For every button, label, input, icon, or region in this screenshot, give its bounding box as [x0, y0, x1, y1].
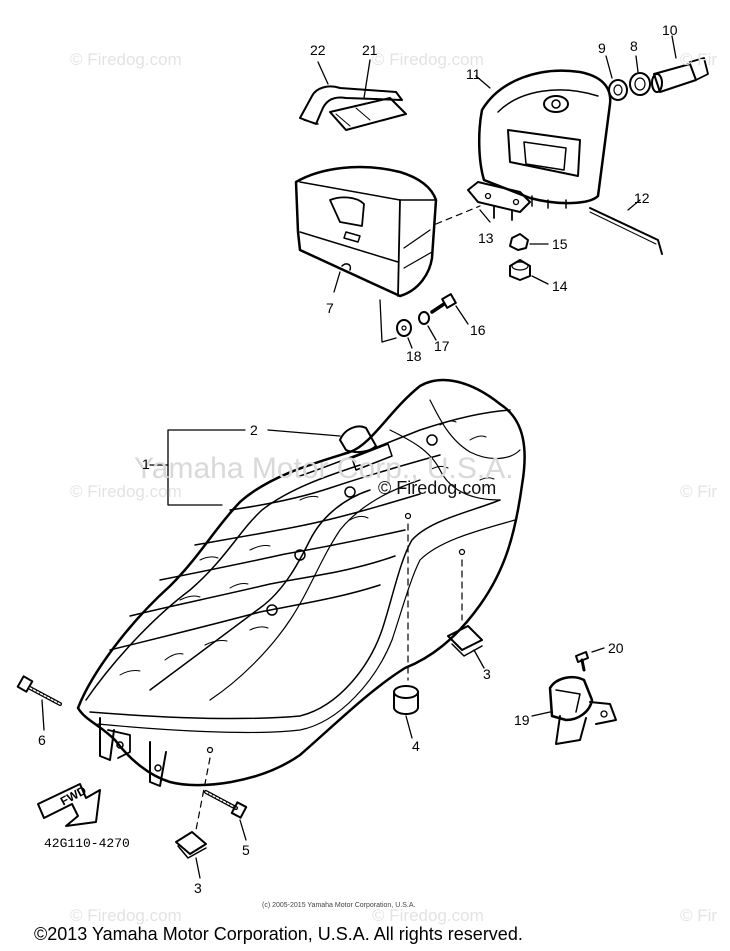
watermark-mid-right: © Fir	[680, 482, 718, 501]
part-3-clip-nut-bottom	[175, 831, 207, 879]
callout-18: 18	[406, 348, 422, 364]
diagram-part-number: 42G110-4270	[44, 836, 130, 851]
callout-13: 13	[478, 230, 494, 246]
watermark-top-right: © Fir	[680, 50, 718, 69]
part-18-washer	[396, 319, 413, 349]
callout-16: 16	[470, 322, 486, 338]
callout-10: 10	[662, 22, 678, 38]
callout-7: 7	[326, 300, 334, 316]
part-20-screw	[575, 647, 605, 672]
watermark-center: © Firedog.com	[378, 478, 497, 498]
part-21-plate	[329, 59, 407, 131]
part-4-damper	[393, 685, 419, 739]
small-copyright: (c) 2005-2015 Yamaha Motor Corporation, …	[262, 902, 416, 909]
callout-17: 17	[434, 338, 450, 354]
callout-21: 21	[362, 42, 378, 58]
watermark-mid-left: © Firedog.com	[70, 482, 182, 501]
watermark-brand: Yamaha Motor Corp., U.S.A.	[134, 452, 514, 485]
callout-20: 20	[608, 640, 624, 656]
watermark-top-center: © Firedog.com	[372, 50, 484, 69]
part-7-storage-case	[294, 165, 481, 343]
part-17-washer	[418, 311, 437, 341]
callout-3-right: 3	[483, 666, 491, 682]
callout-11: 11	[466, 66, 481, 82]
callout-22: 22	[310, 42, 326, 58]
watermark-bottom-right: © Fir	[680, 906, 718, 925]
callout-19: 19	[514, 712, 530, 728]
part-16-bolt	[430, 293, 469, 325]
part-8-nut	[629, 55, 651, 96]
part-10-lock-cylinder	[651, 35, 709, 93]
watermark-bottom-left: © Firedog.com	[70, 906, 182, 925]
watermark-top-left: © Firedog.com	[70, 50, 182, 69]
callout-8: 8	[630, 38, 638, 54]
part-6-bolt	[16, 675, 62, 731]
part-13-bracket	[467, 181, 531, 223]
part-12-rod	[589, 199, 663, 255]
forward-arrow	[37, 783, 101, 827]
callout-4: 4	[412, 738, 420, 754]
callout-9: 9	[598, 40, 606, 56]
part-15-nut	[509, 233, 549, 251]
part-19-seat-lock	[531, 676, 617, 745]
callout-6: 6	[38, 732, 46, 748]
seat-assembly	[76, 378, 526, 831]
callout-15: 15	[552, 236, 568, 252]
part-22-strap	[299, 61, 403, 125]
part-14-nut	[509, 259, 549, 285]
part-11-rear-cover	[475, 69, 612, 209]
callout-1: 1	[142, 456, 150, 472]
callout-12: 12	[634, 190, 650, 206]
callout-3-bottom: 3	[194, 880, 202, 896]
watermark-bottom-center: © Firedog.com	[372, 906, 484, 925]
callout-14: 14	[552, 278, 568, 294]
callout-2: 2	[250, 422, 258, 438]
part-3-clip-nut-right	[447, 625, 485, 669]
part-9-ring	[605, 55, 628, 101]
copyright-notice: ©2013 Yamaha Motor Corporation, U.S.A. A…	[34, 924, 523, 944]
callout-5: 5	[242, 842, 250, 858]
bracket-callout-1	[167, 429, 246, 506]
part-5-bolt	[204, 790, 248, 841]
